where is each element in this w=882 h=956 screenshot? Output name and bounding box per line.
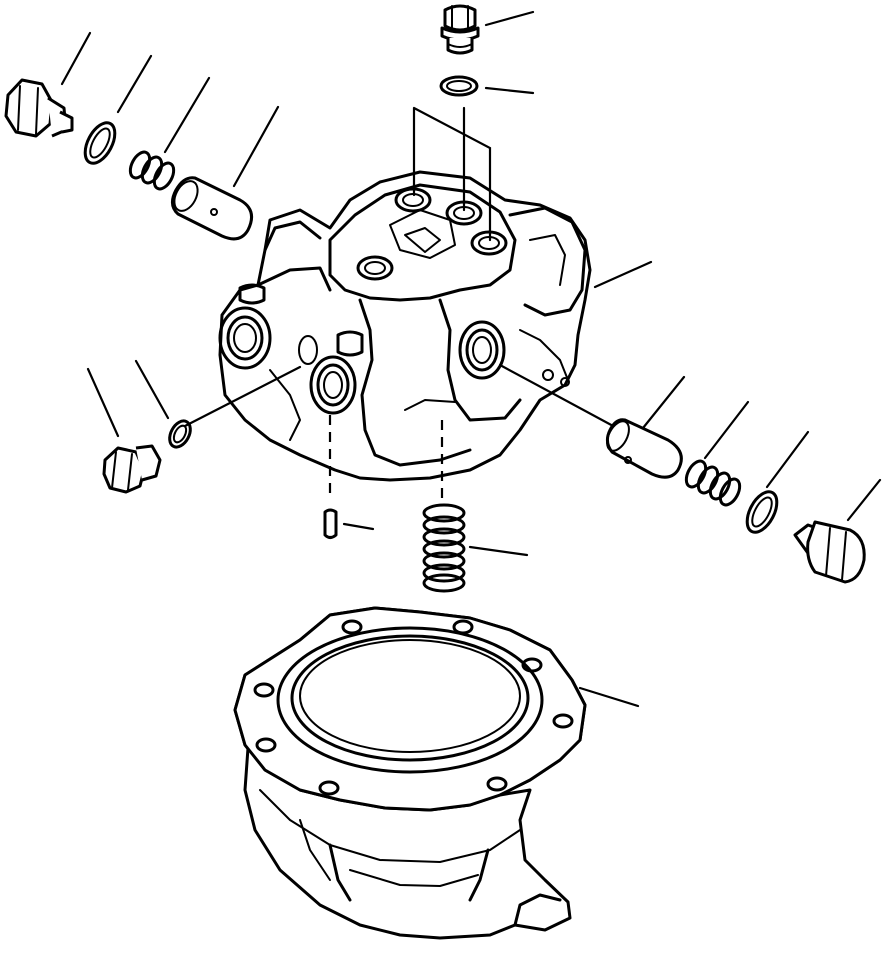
lower-left-plug (102, 444, 162, 494)
top-plug (440, 4, 480, 55)
center-spring (422, 503, 466, 593)
upper-left-plug (4, 78, 74, 138)
dowel-pin (323, 508, 338, 539)
right-spring (684, 459, 742, 507)
right-o-ring (745, 490, 779, 534)
right-plug (793, 520, 866, 584)
housing (233, 606, 587, 940)
upper-left-o-ring (83, 121, 117, 165)
lower-left-o-ring (168, 419, 192, 449)
valve-body (218, 170, 592, 482)
top-o-ring (439, 75, 479, 97)
right-piston (605, 418, 683, 479)
assembly-lines (183, 106, 617, 505)
callout-leaders (60, 10, 882, 708)
upper-left-piston (171, 176, 254, 241)
upper-left-spring (128, 150, 176, 191)
